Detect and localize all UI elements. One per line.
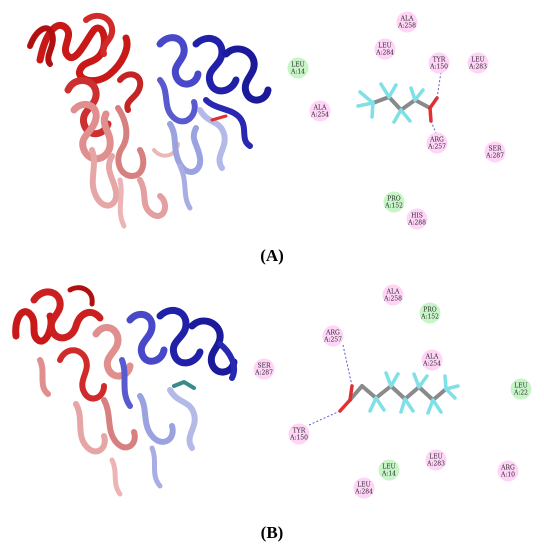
residue-name: SER [257,363,270,370]
panel-b-interaction-diagram: ALA A:258 PRO A:152 ARG A:257 SER A:287 … [253,284,532,499]
residue-node: ALA A:258 [382,284,404,306]
panel-b-hydrogen-bonds [308,344,353,426]
residue-name: ALA [386,289,400,296]
residue-name: ARG [325,330,340,337]
residue-name: SER [488,146,501,153]
panel-a-residues: ALA A:258 LEU A:284 TYR A:150 LEU A:283 … [287,11,506,230]
panel-a-label: (A) [260,246,284,265]
residue-id: A:258 [397,23,416,30]
residue-id: A:150 [289,435,308,442]
residue-id: A:14 [381,471,396,478]
residue-node: TYR A:150 [288,423,310,445]
residue-name: PRO [387,196,401,203]
residue-node: PRO A:152 [383,191,405,213]
residue-name: ALA [400,16,414,23]
residue-id: A:284 [375,50,394,57]
residue-node: TYR A:150 [428,52,450,74]
residue-name: ARG [500,465,515,472]
residue-name: TYR [433,57,446,64]
residue-node: ARG A:257 [322,325,344,347]
residue-id: A:257 [323,337,342,344]
residue-name: TYR [293,428,306,435]
residue-node: LEU A:284 [374,38,396,60]
residue-node: HIS A:288 [406,208,428,230]
residue-node: ALA A:258 [396,11,418,33]
panel-a-hydrogen-bonds [430,71,442,134]
residue-id: A:283 [426,461,445,468]
residue-name: LEU [471,57,484,64]
residue-id: A:284 [354,489,373,496]
panel-a-protein-structure [27,12,272,229]
residue-name: ALA [425,354,439,361]
hbond-line [436,71,442,99]
hbond-line [342,344,353,387]
residue-id: A:287 [254,370,273,377]
hbond-line [430,120,437,134]
residue-node: SER A:287 [484,141,506,163]
residue-node: SER A:287 [253,358,275,380]
residue-name: LEU [382,464,395,471]
residue-id: A:254 [422,361,441,368]
residue-id: A:288 [407,220,426,227]
residue-name: LEU [357,482,370,489]
residue-id: A:152 [420,314,439,321]
residue-id: A:283 [468,64,487,71]
residue-node: LEU A:14 [378,459,400,481]
residue-name: LEU [514,383,527,390]
residue-name: PRO [423,307,437,314]
residue-name: ARG [429,137,444,144]
residue-id: A:10 [500,472,515,479]
residue-id: A:258 [383,296,402,303]
residue-id: A:152 [384,203,403,210]
residue-name: LEU [378,43,391,50]
residue-node: ARG A:10 [497,460,519,482]
panel-b-residues: ALA A:258 PRO A:152 ARG A:257 SER A:287 … [253,284,532,499]
residue-node: PRO A:152 [419,302,441,324]
panel-b-ligand [338,371,460,415]
residue-name: LEU [291,62,304,69]
panel-a-interaction-diagram: ALA A:258 LEU A:284 TYR A:150 LEU A:283 … [287,11,506,230]
residue-node: LEU A:283 [467,52,489,74]
hbond-line [308,410,341,426]
residue-name: HIS [411,213,423,220]
residue-node: LEU A:14 [287,57,309,79]
residue-id: A:150 [429,64,448,71]
residue-node: ALA A:254 [309,100,331,122]
residue-name: LEU [429,454,442,461]
residue-node: ARG A:257 [426,132,448,154]
residue-node: ALA A:254 [421,349,443,371]
residue-id: A:14 [290,69,305,76]
residue-node: LEU A:22 [510,378,532,400]
residue-name: ALA [313,105,327,112]
residue-id: A:22 [513,390,528,397]
residue-id: A:254 [310,112,329,119]
panel-b-label: (B) [261,523,284,542]
residue-node: LEU A:284 [353,477,375,499]
residue-id: A:257 [427,144,446,151]
panel-b-protein-structure [12,285,238,497]
residue-node: LEU A:283 [425,449,447,471]
panel-a-ligand [356,82,439,124]
residue-id: A:287 [485,153,504,160]
